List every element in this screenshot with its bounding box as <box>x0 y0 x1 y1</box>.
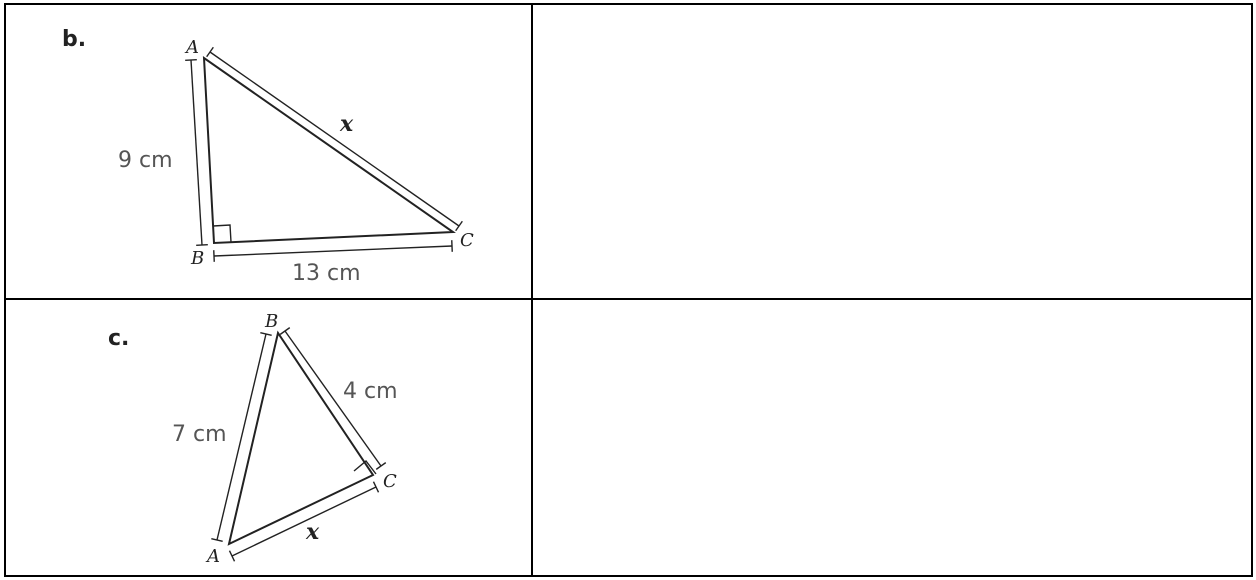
dimension-line-ac <box>228 481 380 562</box>
dimension-line-ab <box>185 58 208 247</box>
side-ac-label: x <box>339 111 354 137</box>
problem-c-figure: c. B A C 7 cm 4 cm x <box>108 311 398 567</box>
dimension-line-bc <box>213 240 453 262</box>
dimension-line-ac <box>206 46 463 232</box>
problem-b-answer-cell[interactable] <box>531 3 1253 300</box>
problem-b-figure: b. A B C 9 cm 13 cm x <box>62 27 474 286</box>
side-ab-label: 7 cm <box>172 422 227 447</box>
dimension-line-bc <box>279 327 387 470</box>
problem-b-label: b. <box>62 27 86 52</box>
side-ab-label: 9 cm <box>118 148 173 173</box>
vertex-c-label: C <box>460 230 474 251</box>
vertex-c-label: C <box>383 471 397 492</box>
right-angle-mark-b <box>212 224 232 243</box>
side-bc-label: 13 cm <box>292 261 361 286</box>
vertex-b-label: B <box>190 248 204 269</box>
side-ac-label: x <box>305 519 320 545</box>
problem-c-answer-cell[interactable] <box>531 298 1253 577</box>
dimension-line-ab <box>211 331 272 543</box>
vertex-b-label: B <box>264 311 278 332</box>
side-bc-label: 4 cm <box>343 379 398 404</box>
vertex-a-label: A <box>184 37 199 58</box>
vertex-a-label: A <box>205 546 220 567</box>
problem-c-label: c. <box>108 326 129 351</box>
triangle-c <box>227 330 375 546</box>
triangle-b <box>202 56 456 245</box>
